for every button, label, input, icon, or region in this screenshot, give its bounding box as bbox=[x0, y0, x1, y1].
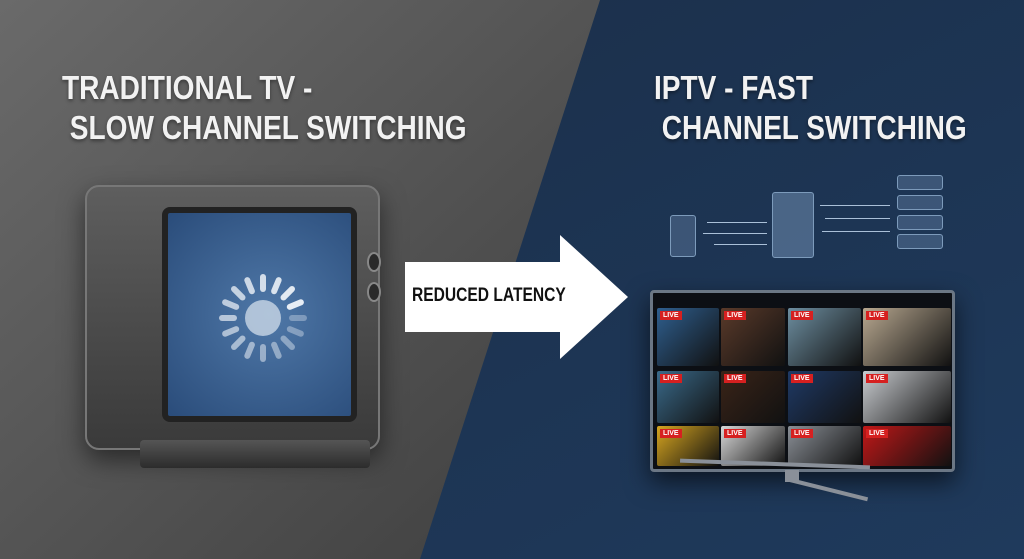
spinner-segment bbox=[286, 299, 304, 310]
live-badge: LIVE bbox=[660, 429, 682, 438]
tv-knob bbox=[367, 282, 381, 302]
connection-line bbox=[714, 244, 767, 245]
channel-tile[interactable]: LIVE bbox=[788, 371, 861, 423]
connection-line bbox=[703, 233, 767, 234]
tv-base bbox=[140, 440, 370, 468]
live-badge: LIVE bbox=[791, 429, 813, 438]
live-badge: LIVE bbox=[660, 374, 682, 383]
live-badge: LIVE bbox=[866, 429, 888, 438]
server-icon bbox=[897, 234, 943, 249]
server-icon bbox=[897, 175, 943, 190]
tv-knob bbox=[367, 252, 381, 272]
server-icon bbox=[897, 195, 943, 210]
spinner-segment bbox=[280, 286, 295, 301]
spinner-segment bbox=[260, 344, 266, 362]
channel-tile[interactable]: LIVE bbox=[721, 308, 785, 366]
spinner-segment bbox=[244, 277, 255, 295]
live-badge: LIVE bbox=[724, 311, 746, 320]
live-badge: LIVE bbox=[866, 311, 888, 320]
left-title: TRADITIONAL TV - SLOW CHANNEL SWITCHING bbox=[62, 69, 467, 146]
channel-tile[interactable]: LIVE bbox=[788, 426, 861, 466]
channel-tile[interactable]: LIVE bbox=[863, 426, 951, 466]
spinner-segment bbox=[271, 341, 282, 359]
traditional-tv bbox=[85, 185, 381, 450]
live-badge: LIVE bbox=[660, 311, 682, 320]
spinner-segment bbox=[219, 315, 237, 321]
loading-spinner-icon bbox=[219, 274, 307, 362]
spinner-segment bbox=[222, 326, 240, 337]
server-icon bbox=[897, 215, 943, 230]
connection-line bbox=[820, 205, 890, 206]
channel-tile[interactable]: LIVE bbox=[721, 371, 785, 423]
channel-tile[interactable]: LIVE bbox=[788, 308, 861, 366]
channel-tile[interactable]: LIVE bbox=[657, 371, 719, 423]
channel-tile[interactable]: LIVE bbox=[863, 371, 951, 423]
arrow-right-icon bbox=[560, 235, 628, 359]
live-badge: LIVE bbox=[724, 374, 746, 383]
spinner-segment bbox=[271, 277, 282, 295]
spinner-segment bbox=[260, 274, 266, 292]
channel-tile[interactable]: LIVE bbox=[657, 308, 719, 366]
arrow-label: REDUCED LATENCY bbox=[412, 285, 566, 306]
spinner-segment bbox=[231, 335, 246, 350]
connection-line bbox=[707, 222, 767, 223]
channel-tile[interactable]: LIVE bbox=[721, 426, 785, 466]
connection-line bbox=[825, 218, 890, 219]
live-badge: LIVE bbox=[724, 429, 746, 438]
right-title: IPTV - FAST CHANNEL SWITCHING bbox=[654, 69, 967, 146]
spinner-segment bbox=[244, 341, 255, 359]
spinner-segment bbox=[286, 326, 304, 337]
live-badge: LIVE bbox=[791, 311, 813, 320]
spinner-segment bbox=[280, 335, 295, 350]
channel-tile[interactable]: LIVE bbox=[863, 308, 951, 366]
spinner-segment bbox=[222, 299, 240, 310]
iptv-smart-tv: LIVE LIVE LIVE LIVE LIVE LIVE LIVE LIVE LIVE LIVE… bbox=[650, 290, 955, 472]
live-badge: LIVE bbox=[791, 374, 813, 383]
document-icon bbox=[670, 215, 696, 257]
connection-line bbox=[822, 231, 890, 232]
devices-icon bbox=[772, 192, 814, 258]
tv-screen bbox=[162, 207, 357, 422]
spinner-segment bbox=[289, 315, 307, 321]
spinner-segment bbox=[231, 286, 246, 301]
spinner-center bbox=[245, 300, 281, 336]
arrow-body bbox=[405, 262, 565, 332]
live-badge: LIVE bbox=[866, 374, 888, 383]
